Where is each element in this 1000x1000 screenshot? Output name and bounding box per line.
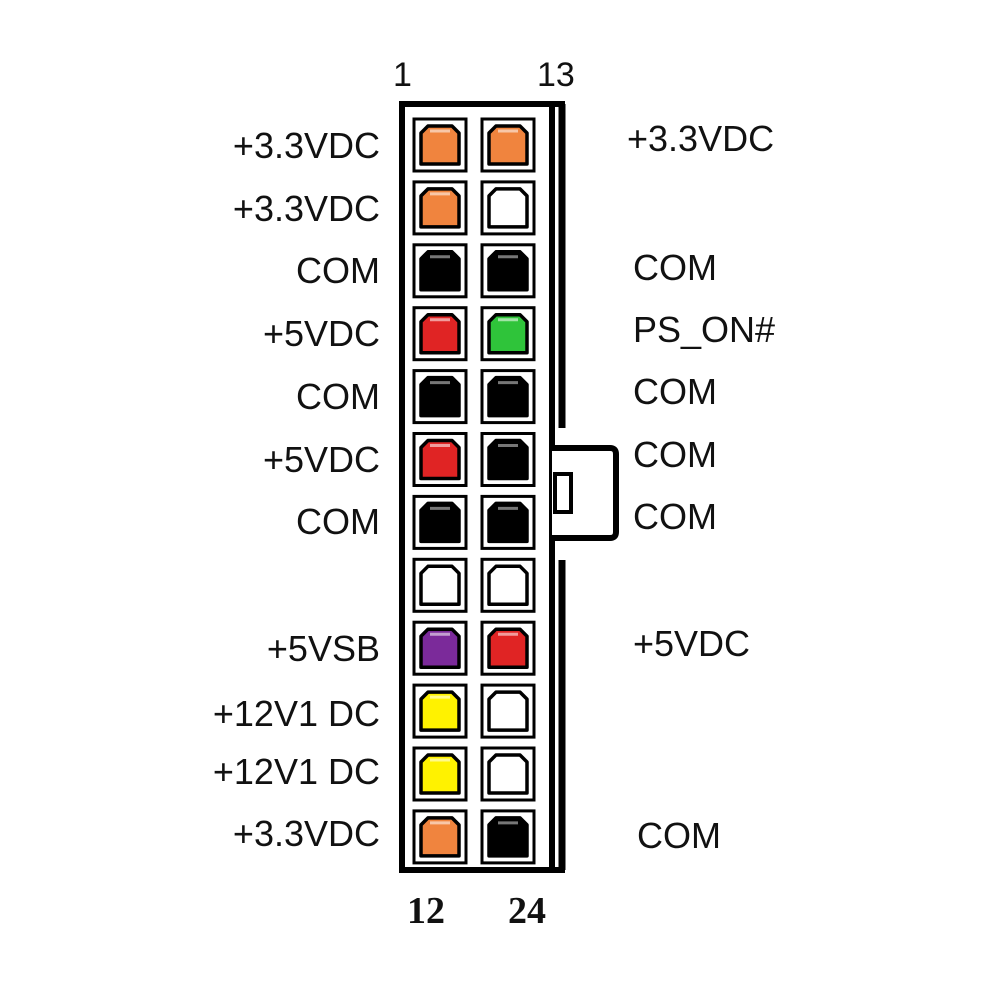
pin-label-7: COM: [296, 501, 380, 542]
pin-10: [412, 683, 468, 739]
pin-22: [480, 683, 536, 739]
pin-label-10: +12V1 DC: [212, 693, 380, 734]
pin-number-13: 13: [537, 56, 575, 94]
pin-2: [412, 180, 468, 236]
pin-5: [412, 369, 468, 425]
connector-latch: [552, 445, 619, 541]
pin-label-9: +5VSB: [266, 628, 380, 669]
pin-14: [480, 180, 536, 236]
pin-label-19: COM: [633, 496, 717, 537]
pin-1: [412, 117, 468, 173]
pin-15: [480, 243, 536, 299]
pin-label-4: +5VDC: [262, 313, 380, 354]
pin-label-16: PS_ON#: [633, 309, 776, 350]
pin-label-21: +5VDC: [633, 623, 751, 664]
pin-label-11: +12V1 DC: [212, 751, 380, 792]
pin-label-2: +3.3VDC: [232, 188, 380, 229]
pin-label-12: +3.3VDC: [232, 813, 380, 854]
pin-18: [480, 432, 536, 487]
latch-slot: [553, 472, 573, 514]
pin-11: [412, 746, 468, 802]
pin-6: [412, 432, 468, 487]
pin-label-3: COM: [296, 250, 380, 291]
pin-label-17: COM: [633, 371, 717, 412]
pin-17: [480, 369, 536, 425]
pin-number-1: 1: [393, 56, 412, 94]
pin-8: [412, 557, 468, 613]
pin-number-12: 12: [407, 890, 445, 932]
pin-24: [480, 809, 536, 865]
pin-9: [412, 620, 468, 676]
pin-19: [480, 494, 536, 550]
pin-23: [480, 746, 536, 802]
pin-21: [480, 620, 536, 676]
pin-4: [412, 306, 468, 362]
pin-label-15: COM: [633, 247, 717, 288]
pin-20: [480, 557, 536, 613]
pin-label-18: COM: [633, 434, 717, 475]
pin-13: [480, 117, 536, 173]
pin-3: [412, 243, 468, 299]
pin-label-24: COM: [637, 815, 721, 856]
pin-label-1: +3.3VDC: [232, 125, 380, 166]
pin-12: [412, 809, 468, 865]
pin-label-13: +3.3VDC: [627, 118, 775, 159]
pin-number-24: 24: [508, 890, 546, 932]
pin-label-6: +5VDC: [262, 439, 380, 480]
pin-7: [412, 494, 468, 550]
pin-16: [480, 306, 536, 362]
pin-label-5: COM: [296, 376, 380, 417]
